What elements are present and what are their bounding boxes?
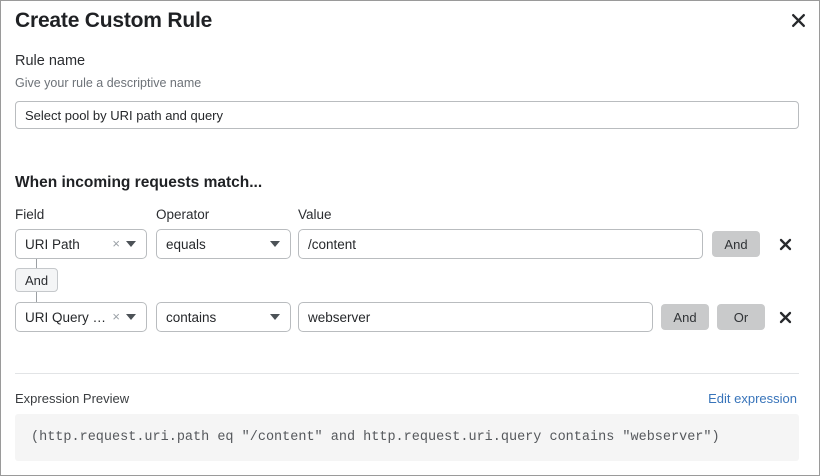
field-select-2-value: URI Query St... xyxy=(25,309,111,325)
rule-name-description: Give your rule a descriptive name xyxy=(15,76,202,90)
expression-preview-label: Expression Preview xyxy=(15,391,130,406)
connector-and-chip[interactable]: And xyxy=(15,268,59,292)
operator-select-2-value: contains xyxy=(166,309,217,325)
chevron-down-icon xyxy=(126,241,136,247)
or-button-2[interactable]: Or xyxy=(717,304,765,330)
and-button-1[interactable]: And xyxy=(712,231,760,257)
close-icon xyxy=(791,13,805,27)
delete-condition-1[interactable] xyxy=(774,233,796,255)
chevron-down-icon xyxy=(270,314,280,320)
close-button[interactable] xyxy=(785,7,811,33)
operator-select-2[interactable]: contains xyxy=(156,302,291,332)
field-select-2[interactable]: URI Query St... × xyxy=(15,302,147,332)
operator-select-1[interactable]: equals xyxy=(156,229,291,259)
column-header-field: Field xyxy=(15,207,45,222)
column-header-operator: Operator xyxy=(156,207,210,222)
close-icon xyxy=(779,238,791,250)
field-clear-icon[interactable]: × xyxy=(112,235,120,251)
value-input-1[interactable] xyxy=(298,229,703,259)
match-section-heading: When incoming requests match... xyxy=(15,174,263,191)
chevron-down-icon xyxy=(270,241,280,247)
column-header-value: Value xyxy=(298,207,332,222)
and-button-2[interactable]: And xyxy=(661,304,709,330)
rule-name-label: Rule name xyxy=(15,53,86,69)
connector-line-upper xyxy=(36,259,37,269)
edit-expression-link[interactable]: Edit expression xyxy=(708,391,797,406)
rule-name-input[interactable] xyxy=(15,101,799,129)
operator-select-1-value: equals xyxy=(166,236,206,252)
dialog-title: Create Custom Rule xyxy=(15,9,213,32)
delete-condition-2[interactable] xyxy=(774,306,796,328)
condition-row: URI Query St... × contains And Or xyxy=(1,302,819,332)
section-divider xyxy=(15,373,799,374)
close-icon xyxy=(779,311,791,323)
connector-line-lower xyxy=(36,292,37,302)
field-clear-icon[interactable]: × xyxy=(112,308,120,324)
field-select-1[interactable]: URI Path × xyxy=(15,229,147,259)
field-select-1-value: URI Path xyxy=(25,236,80,252)
condition-row: URI Path × equals And xyxy=(1,229,819,259)
connector-and-label: And xyxy=(25,272,49,288)
value-input-2[interactable] xyxy=(298,302,653,332)
expression-preview-box: (http.request.uri.path eq "/content" and… xyxy=(15,414,799,461)
expression-preview-text: (http.request.uri.path eq "/content" and… xyxy=(31,430,720,445)
chevron-down-icon xyxy=(126,314,136,320)
